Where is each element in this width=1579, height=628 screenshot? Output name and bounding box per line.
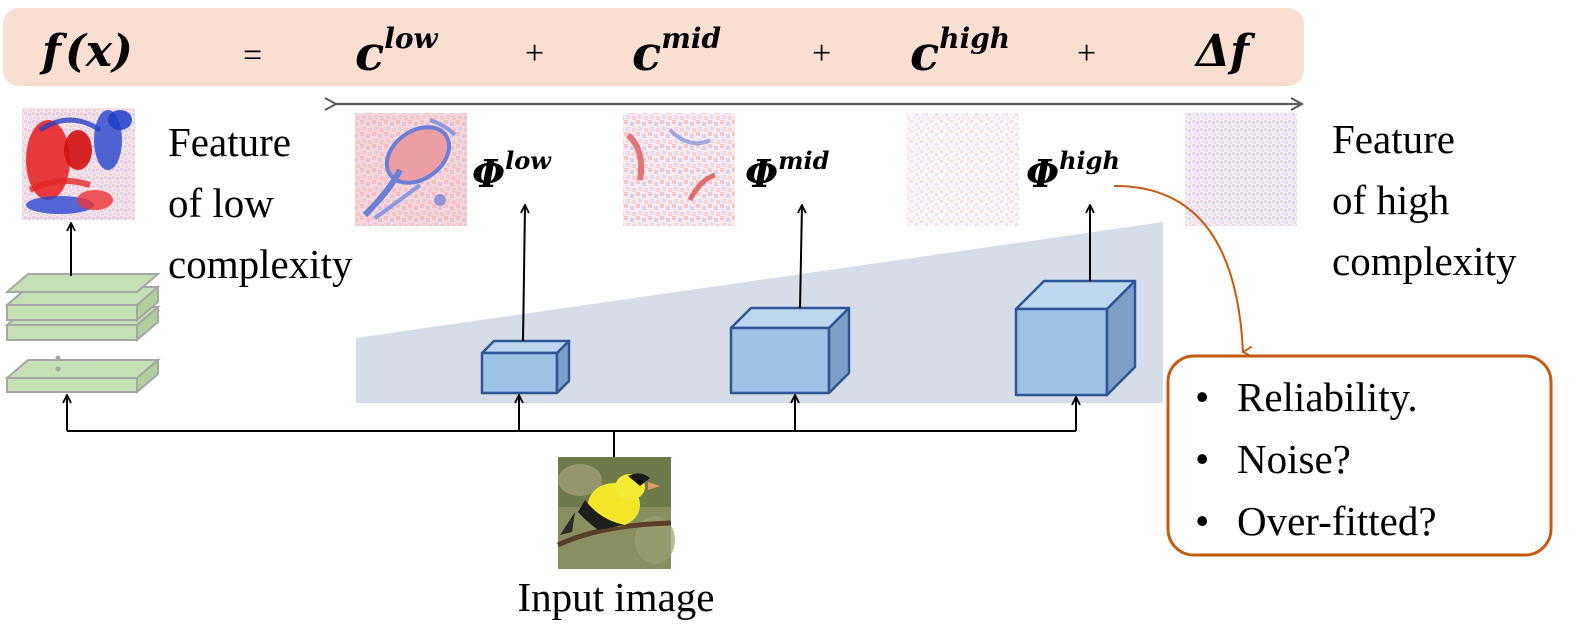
- high-label-line-3: complexity: [1332, 238, 1517, 284]
- c-mid-sup: mid: [661, 22, 721, 55]
- heatmap-phi-high: [907, 113, 1019, 226]
- phi-mid-sup: mid: [778, 146, 830, 175]
- input-connector-lines: [67, 396, 1076, 460]
- c-mid-base: c: [632, 26, 661, 82]
- c-low-base: c: [355, 26, 384, 82]
- cube-small: [480, 339, 571, 395]
- low-complexity-label: Feature of low complexity: [168, 119, 353, 287]
- input-image-caption: Input image: [518, 574, 715, 620]
- term-c-mid: cmid: [632, 22, 721, 82]
- plus-sign-3: +: [1077, 35, 1096, 72]
- input-image-bird: [556, 457, 675, 569]
- high-label-line-1: Feature: [1332, 116, 1455, 162]
- cube-medium: [729, 306, 851, 395]
- concern-bullet-3: •: [1195, 498, 1209, 544]
- phi-high-base: Φ: [1026, 151, 1059, 196]
- concerns-callout-box: [1166, 354, 1553, 557]
- low-label-line-2: of low: [168, 180, 274, 226]
- low-label-line-3: complexity: [168, 241, 353, 287]
- heatmap-phi-mid: [623, 113, 735, 226]
- plus-sign-2: +: [812, 35, 831, 72]
- heatmap-phi-low: [355, 113, 467, 226]
- arrow-medium-cube-to-phi-mid: [800, 206, 802, 309]
- arrow-small-cube-to-phi-low: [523, 206, 525, 342]
- term-c-low: clow: [355, 22, 439, 82]
- plus-sign-1: +: [525, 35, 544, 72]
- low-label-line-1: Feature: [168, 119, 291, 165]
- phi-high-sup: high: [1059, 146, 1120, 175]
- high-complexity-label: Feature of high complexity: [1332, 116, 1517, 284]
- heatmap-low-complexity-feature: [22, 108, 135, 220]
- callout-connector-curve: [1113, 184, 1253, 358]
- term-delta-f: Δf: [1194, 26, 1256, 77]
- c-high-base: c: [910, 26, 939, 82]
- c-high-sup: high: [939, 22, 1010, 55]
- concerns-list: • Reliability. • Noise? • Over-fitted?: [1195, 374, 1437, 544]
- phi-low-label: Φlow: [472, 146, 552, 196]
- high-label-line-2: of high: [1332, 177, 1449, 223]
- network-layer-stack: [4, 273, 161, 395]
- lhs-argument: (x): [65, 26, 133, 77]
- cube-large: [1014, 279, 1137, 397]
- phi-low-sup: low: [505, 146, 552, 175]
- phi-high-label: Φhigh: [1026, 146, 1120, 196]
- c-low-sup: low: [384, 22, 438, 55]
- heatmap-delta-f: [1185, 113, 1297, 226]
- phi-mid-label: Φmid: [745, 146, 830, 196]
- term-c-high: chigh: [910, 22, 1010, 82]
- equals-sign: =: [243, 37, 262, 74]
- equation-band: [3, 8, 1304, 86]
- phi-low-base: Φ: [472, 151, 505, 196]
- concern-item-3: Over-fitted?: [1237, 498, 1437, 544]
- concern-item-2: Noise?: [1237, 436, 1351, 482]
- concern-bullet-2: •: [1195, 436, 1209, 482]
- concern-bullet-1: •: [1195, 374, 1209, 420]
- concern-item-1: Reliability.: [1237, 374, 1418, 420]
- equation-lhs: f(x): [39, 26, 133, 77]
- phi-mid-base: Φ: [745, 151, 778, 196]
